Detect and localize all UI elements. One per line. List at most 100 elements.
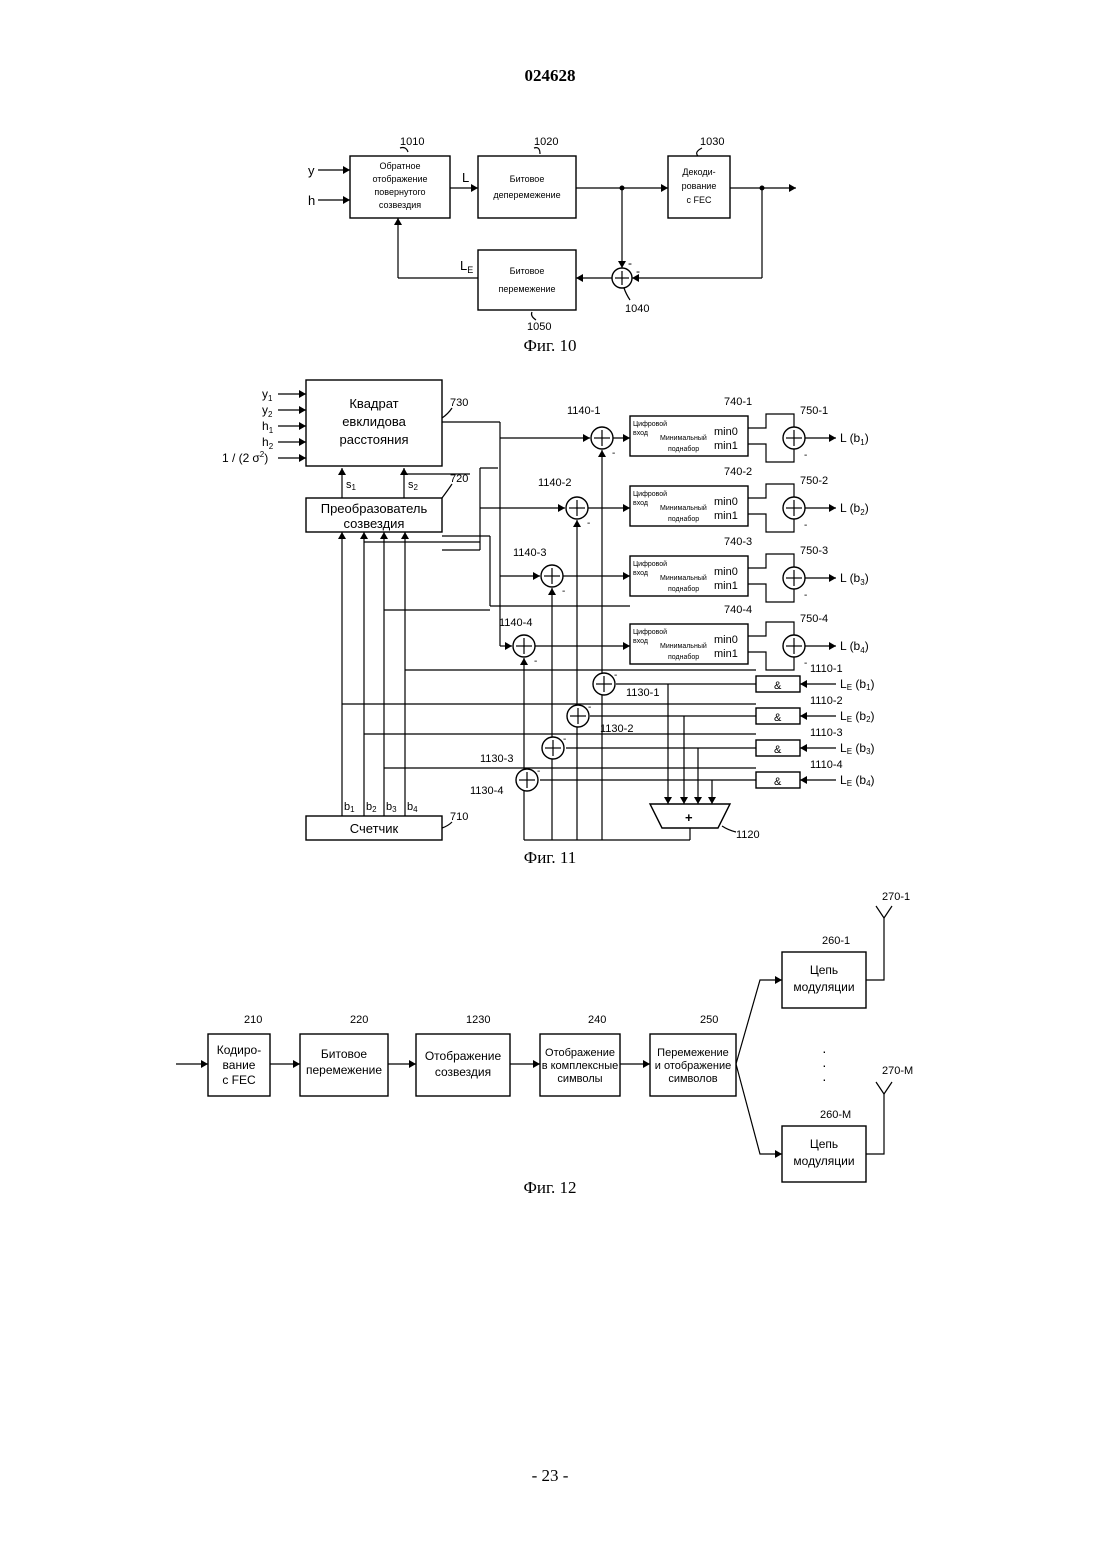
counter-bit-b3: b3 (386, 801, 397, 814)
output-L-b4: L (b4) (840, 639, 869, 655)
arrowhead (471, 184, 478, 192)
arrowhead (576, 274, 583, 282)
ref-1130-4: 1130-4 (470, 785, 503, 797)
input-h2: h2 (262, 435, 274, 451)
ref-1140-2: 1140-2 (538, 477, 571, 489)
svg-text:Минимальный: Минимальный (660, 574, 707, 582)
block-260-M-text: Цепь (810, 1137, 838, 1151)
block-210-text: Кодиро- (217, 1043, 261, 1057)
output-L-b2: L (b2) (840, 501, 869, 517)
block-740-4-min-subset: Цифровой вход Минимальный поднабор min0 … (630, 624, 748, 664)
svg-text:min1: min1 (714, 510, 738, 522)
antenna-270-M-icon (876, 1082, 892, 1094)
and-gate-1110-4: & (774, 776, 782, 788)
svg-text:поднабор: поднабор (668, 445, 699, 453)
leader (442, 822, 452, 828)
figure-11-diagram: y1 y2 h1 h2 1 / (2σ2) Квадрат евклидова … (0, 378, 1100, 848)
block-1030-text: Декоди- (682, 167, 715, 177)
output-L-b1: L (b1) (840, 431, 869, 447)
leader (697, 148, 702, 156)
antenna-feed-M (866, 1094, 884, 1154)
subtractor-1130-4 (516, 769, 538, 791)
minus-sign: - (537, 766, 540, 777)
counter-bit-b1: b1 (344, 801, 355, 814)
counter-bus (338, 532, 409, 816)
figure-11-caption: Фиг. 11 (0, 848, 1100, 868)
ref-1020: 1020 (534, 136, 558, 148)
block-250-text: Перемежение (657, 1047, 729, 1059)
svg-text:вход: вход (633, 430, 648, 437)
and-to-sum-lines (540, 684, 756, 804)
block-210-text: вание (223, 1058, 256, 1072)
svg-text:min1: min1 (714, 440, 738, 452)
ref-720: 720 (450, 473, 468, 485)
figure-12-caption: Фиг. 12 (0, 1178, 1100, 1198)
block-720-text: Преобразователь (321, 501, 428, 516)
ref-1050: 1050 (527, 321, 551, 333)
ref-730: 730 (450, 397, 468, 409)
branch-to-260-1 (736, 980, 782, 1064)
ref-210: 210 (244, 1014, 262, 1026)
minus-sign: - (563, 734, 566, 745)
minus-sign: - (612, 448, 615, 459)
ref-1230: 1230 (466, 1014, 490, 1026)
ref-1110-3: 1110-3 (810, 727, 843, 739)
input-arrows (278, 390, 306, 462)
minus-sign: - (614, 670, 617, 681)
arrowhead (409, 1060, 416, 1068)
leader (532, 312, 537, 320)
block-730-text: Квадрат (349, 396, 398, 411)
block-260-M-text: модуляции (793, 1154, 854, 1168)
ref-740-4: 740-4 (724, 604, 752, 616)
leader (624, 288, 630, 300)
ref-1110-1: 1110-1 (810, 663, 843, 675)
document-number: 024628 (0, 66, 1100, 86)
input-y-label: y (308, 163, 315, 178)
leader (400, 148, 408, 153)
ref-1030: 1030 (700, 136, 724, 148)
block-1050-bit-interleaving (478, 250, 576, 310)
ref-1110-4: 1110-4 (810, 759, 843, 771)
figure-10-diagram: y h Обратное отображение повернутого соз… (0, 128, 1100, 338)
ref-250: 250 (700, 1014, 718, 1026)
ref-1140-1: 1140-1 (567, 405, 600, 417)
ref-1140-3: 1140-3 (513, 547, 546, 559)
ref-750-2: 750-2 (800, 475, 828, 487)
arrowhead (775, 976, 782, 984)
leader (442, 408, 452, 418)
ref-750-1: 750-1 (800, 405, 828, 417)
block-730-text: евклидова (342, 414, 406, 429)
arrowhead (343, 166, 350, 174)
subtractor-1140-2 (566, 497, 588, 519)
block-240-text: в комплексные (542, 1060, 619, 1072)
block-250-text: и отображение (655, 1060, 731, 1072)
ref-1130-2: 1130-2 (600, 723, 633, 735)
ellipsis-dot: · (822, 1071, 827, 1087)
svg-text:min1: min1 (714, 580, 738, 592)
arrowhead (775, 1150, 782, 1158)
arrowhead (618, 261, 626, 268)
block-730-text: расстояния (339, 432, 408, 447)
block-1020-text: деперемежение (493, 190, 560, 200)
counter-bit-b4: b4 (407, 801, 418, 814)
svg-text:Цифровой: Цифровой (633, 560, 667, 568)
arrowhead (533, 1060, 540, 1068)
block-1020-text: Битовое (510, 174, 545, 184)
minus-sign: - (804, 450, 807, 461)
arrowhead (394, 218, 402, 225)
block-740-2-min-subset: Цифровой вход Минимальный поднабор min0 … (630, 486, 748, 526)
figure-10-caption: Фиг. 10 (0, 336, 1100, 356)
ref-1140-4: 1140-4 (499, 617, 532, 629)
and-gate-1110-2: & (774, 712, 782, 724)
arrowhead (643, 1060, 650, 1068)
block-1010-text: отображение (372, 174, 427, 184)
block-240-text: Отображение (545, 1047, 615, 1059)
leader (442, 484, 452, 498)
ref-260-1: 260-1 (822, 935, 850, 947)
branch-to-260-M (736, 1064, 782, 1154)
block-1010-text: повернутого (374, 187, 425, 197)
subtractor-to-min-block (535, 434, 630, 650)
signal-L-label: L (462, 170, 469, 185)
block-720-text: созвездия (344, 516, 405, 531)
input-y1: y1 (262, 387, 273, 403)
